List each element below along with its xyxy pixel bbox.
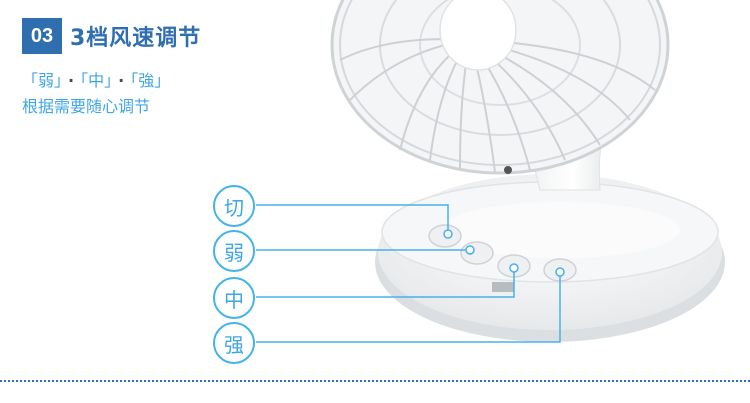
- fan-guard: [330, 0, 670, 175]
- speed-high-text: 「強」: [130, 71, 171, 90]
- connector-lines: [256, 204, 561, 343]
- label-high: 强: [213, 322, 255, 364]
- label-low: 弱: [213, 230, 255, 272]
- separator-dot: ·: [68, 71, 75, 90]
- label-mid: 中: [213, 277, 255, 319]
- speed-options-line: 「弱」 · 「中」 · 「強」: [22, 67, 170, 91]
- separator-dot: ·: [118, 71, 125, 90]
- fan-base: [375, 174, 725, 342]
- label-off: 切: [213, 185, 255, 227]
- footer-divider: [0, 380, 750, 382]
- section-number-badge: 03: [22, 18, 62, 54]
- speed-mid-text: 「中」: [80, 71, 113, 90]
- description-text: 根据需要随心调节: [22, 97, 151, 116]
- connector-dots: [443, 229, 565, 277]
- section-header: 03 3档风速调节: [22, 18, 201, 54]
- section-title: 3档风速调节: [70, 26, 202, 51]
- speed-low-text: 「弱」: [22, 71, 63, 90]
